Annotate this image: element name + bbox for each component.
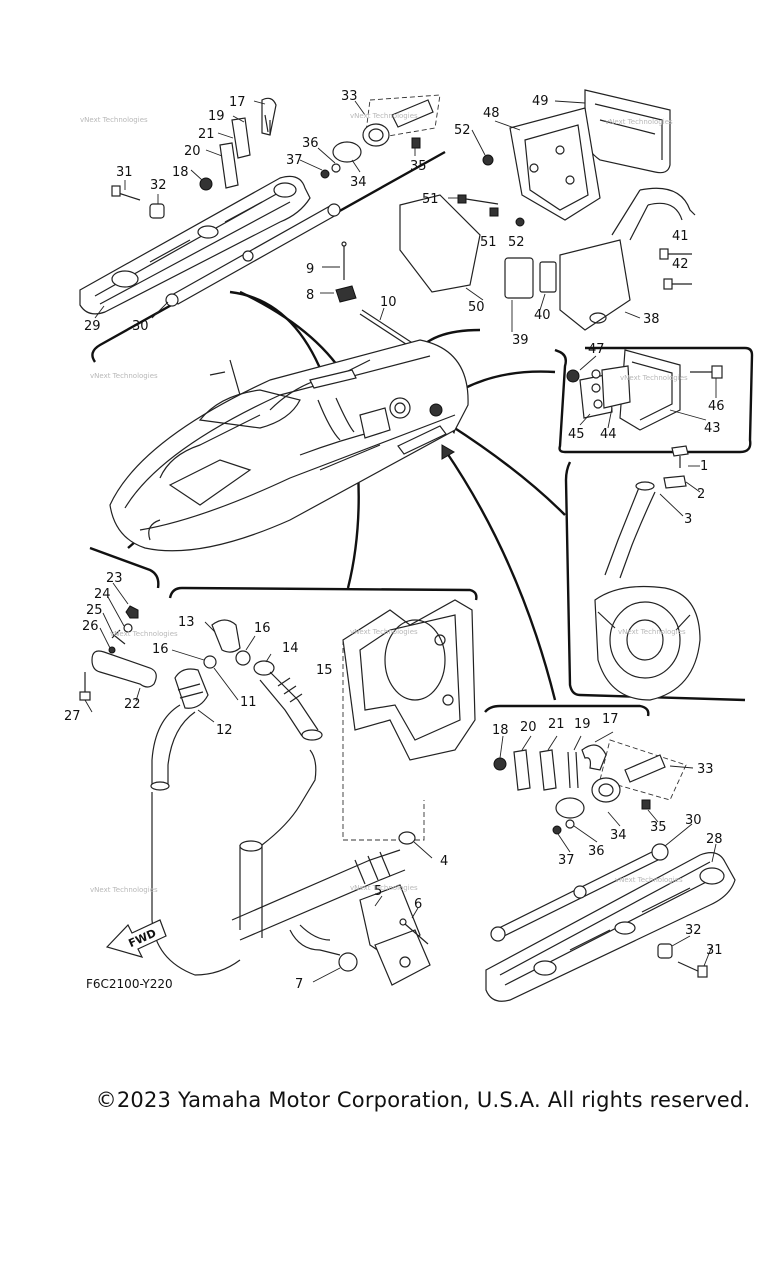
svg-text:vNext Technologies: vNext Technologies	[350, 628, 418, 636]
part-label: 36	[302, 136, 319, 151]
part-label: 52	[508, 235, 525, 250]
part-label: 26	[82, 619, 99, 634]
part-label: 51	[480, 235, 497, 250]
svg-text:vNext Technologies: vNext Technologies	[90, 372, 158, 380]
part-label: 15	[316, 663, 333, 678]
part-label: 16	[254, 621, 271, 636]
part-label: 17	[229, 95, 246, 110]
part-label: 21	[198, 127, 215, 142]
part-label: 9	[306, 262, 314, 277]
part-label: 35	[650, 820, 667, 835]
part-label: 38	[643, 312, 660, 327]
part-label: 7	[295, 977, 303, 992]
part-label: 18	[492, 723, 509, 738]
bracket-parts-top	[190, 97, 277, 191]
part-label: 11	[240, 695, 257, 710]
grip-assembly-bottom	[485, 731, 736, 1002]
part-label: 29	[84, 319, 101, 334]
part-label: 25	[86, 603, 103, 618]
part-label: 49	[532, 94, 549, 109]
part-label: 17	[602, 712, 619, 727]
part-label: 40	[534, 308, 551, 323]
part-label: 14	[282, 641, 299, 656]
svg-text:vNext Technologies: vNext Technologies	[110, 630, 178, 638]
grip-assembly-top	[79, 175, 341, 319]
svg-text:vNext Technologies: vNext Technologies	[605, 118, 673, 126]
part-label: 1	[700, 459, 708, 474]
part-label: 39	[512, 333, 529, 348]
svg-text:vNext Technologies: vNext Technologies	[350, 112, 418, 120]
svg-text:vNext Technologies: vNext Technologies	[350, 884, 418, 892]
part-label: 31	[706, 943, 723, 958]
fwd-arrow-icon: FWD	[105, 919, 167, 958]
hose-assembly	[150, 599, 476, 986]
part-label: 2	[697, 487, 705, 502]
part-label: 13	[178, 615, 195, 630]
part-label: 22	[124, 697, 141, 712]
part-label: 27	[64, 709, 81, 724]
part-label: 8	[306, 288, 314, 303]
part-label: 5	[374, 884, 382, 899]
part-label: 37	[558, 853, 575, 868]
part-label: 34	[610, 828, 627, 843]
part-label: 47	[588, 342, 605, 357]
part-label: 30	[685, 813, 702, 828]
part-label: 51	[422, 192, 439, 207]
part-label: 28	[706, 832, 723, 847]
part-label: 34	[350, 175, 367, 190]
part-label: 10	[380, 295, 397, 310]
vent-cover-assembly	[566, 349, 723, 431]
part-label: 32	[685, 923, 702, 938]
jet-pump-assembly	[594, 445, 701, 701]
part-label: 45	[568, 427, 585, 442]
part-label: 12	[216, 723, 233, 738]
part-label: 52	[454, 123, 471, 138]
part-label: 37	[286, 153, 303, 168]
part-label: 20	[184, 144, 201, 159]
section-frames	[89, 150, 754, 717]
part-label: 21	[548, 717, 565, 732]
part-label: 36	[588, 844, 605, 859]
watermarks: vNext Technologies vNext Technologies vN…	[80, 112, 688, 894]
fitting-assembly-top	[299, 94, 441, 179]
part-labels: 1 2 3 4 5 6 7 8 9 10 11 12 13 14 15 16 1…	[64, 89, 725, 992]
part-label: 3	[684, 512, 692, 527]
svg-text:vNext Technologies: vNext Technologies	[80, 116, 148, 124]
part-label: 16	[152, 642, 169, 657]
part-label: 42	[672, 257, 689, 272]
part-label: 18	[172, 165, 189, 180]
part-label: 41	[672, 229, 689, 244]
part-label: 6	[414, 897, 422, 912]
part-label: 46	[708, 399, 725, 414]
part-label: 33	[697, 762, 714, 777]
svg-text:vNext Technologies: vNext Technologies	[618, 628, 686, 636]
part-label: 48	[483, 106, 500, 121]
part-label: 30	[132, 319, 149, 334]
part-label: 20	[520, 720, 537, 735]
part-label: 19	[574, 717, 591, 732]
part-label: 19	[208, 109, 225, 124]
part-label: 33	[341, 89, 358, 104]
clamp-parts-lower-left	[79, 582, 157, 713]
svg-text:vNext Technologies: vNext Technologies	[615, 876, 683, 884]
part-label: 44	[600, 427, 617, 442]
part-label: 32	[150, 178, 167, 193]
copyright-text: ©2023 Yamaha Motor Corporation, U.S.A. A…	[95, 1088, 751, 1112]
cover-assembly-top-right	[399, 89, 696, 332]
svg-text:vNext Technologies: vNext Technologies	[620, 374, 688, 382]
diagram-code: F6C2100-Y220	[86, 977, 173, 991]
watercraft-illustration	[109, 339, 469, 552]
small-parts-middle	[320, 241, 415, 349]
part-label: 31	[116, 165, 133, 180]
part-label: 4	[440, 854, 448, 869]
svg-text:vNext Technologies: vNext Technologies	[90, 886, 158, 894]
part-label: 23	[106, 571, 123, 586]
part-label: 43	[704, 421, 721, 436]
part-label: 24	[94, 587, 111, 602]
part-label: 35	[410, 159, 427, 174]
part-label: 50	[468, 300, 485, 315]
